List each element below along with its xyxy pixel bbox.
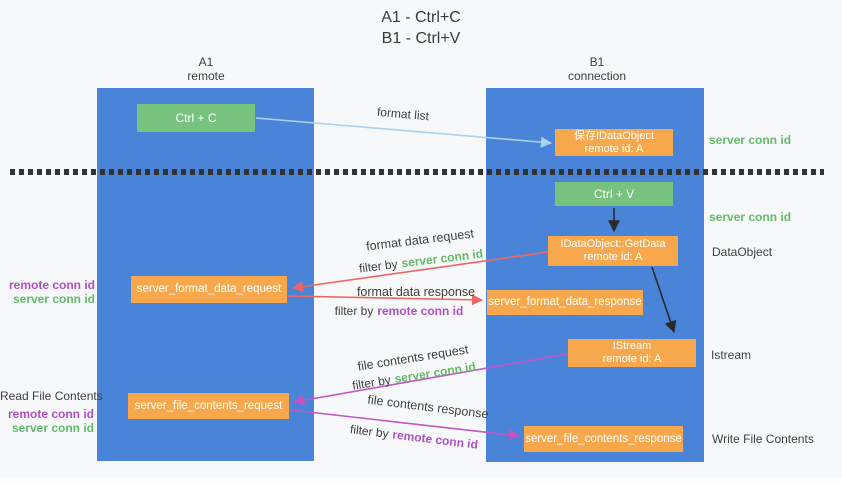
edge-label-text: file contents response [366, 392, 490, 422]
session-divider-dotted-line [10, 169, 824, 175]
lane-b-subtitle: connection [567, 69, 627, 83]
node-server-file-contents-response-label: server_file_contents_response [525, 432, 682, 445]
title-line-2: B1 - Ctrl+V [381, 30, 461, 47]
node-istream-line2: remote id: A [602, 353, 662, 365]
node-server-format-data-response-label: server_format_data_response [488, 296, 642, 308]
node-ctrl-c-label: Ctrl + C [175, 110, 217, 125]
edge-label-file-contents-response: file contents response [366, 392, 490, 422]
side-label-server-conn-id-mid: server conn id [709, 210, 792, 224]
left-label-server-conn-id: server conn id [12, 292, 95, 306]
node-ctrl-c: Ctrl + C [137, 104, 255, 132]
edge-label-filter-by-remote-conn-id-1: filter by remote conn id [329, 304, 469, 318]
side-label-write-file-contents: Write File Contents [712, 432, 814, 446]
lane-a-header: A1 remote [146, 55, 266, 83]
lane-a-name: A1 [198, 55, 214, 69]
node-save-idataobject: 保存IDataObject remote id: A [555, 129, 673, 156]
edge-label-text: filter by [349, 422, 390, 441]
edge-label-format-data-response: format data response [356, 285, 476, 299]
edge-label-keyword: remote conn id [391, 427, 479, 452]
node-server-format-data-request-label: server_format_data_request [136, 283, 282, 295]
node-server-file-contents-request-label: server_file_contents_request [134, 399, 283, 412]
left-label-remote-conn-id-2: remote conn id [7, 407, 94, 421]
lane-b-header: B1 connection [537, 55, 657, 83]
diagram-title: A1 - Ctrl+C B1 - Ctrl+V [0, 7, 842, 49]
node-idataobject-getdata: IDataObject::GetData remote id: A [548, 236, 678, 266]
lane-a-subtitle: remote [187, 69, 225, 83]
edge-label-text: filter by [351, 372, 392, 393]
side-label-istream: Istream [711, 348, 752, 362]
edge-label-text: filter by [358, 256, 399, 276]
side-label-dataobject: DataObject [712, 245, 773, 259]
edge-label-text: format list [376, 104, 430, 124]
edge-label-text: filter by [334, 304, 374, 318]
node-idataobject-getdata-line1: IDataObject::GetData [560, 238, 666, 250]
edge-label-filter-by-remote-conn-id-2: filter by remote conn id [344, 422, 485, 453]
node-idataobject-getdata-line2: remote id: A [583, 251, 643, 263]
edge-label-text: format data response [356, 285, 476, 299]
left-label-server-conn-id-2: server conn id [11, 421, 94, 435]
node-ctrl-v-label: Ctrl + V [593, 186, 635, 201]
node-server-format-data-response: server_format_data_response [487, 290, 643, 315]
left-label-remote-conn-id: remote conn id [8, 278, 95, 292]
window-bottom-strip [0, 478, 842, 485]
left-labels-format: remote conn id server conn id [0, 278, 95, 306]
side-label-server-conn-id-top: server conn id [709, 133, 792, 147]
node-server-format-data-request: server_format_data_request [131, 276, 287, 303]
node-server-file-contents-response: server_file_contents_response [524, 426, 683, 452]
node-save-idataobject-line2: remote id: A [584, 142, 644, 155]
left-label-read-file-contents: Read File Contents [0, 389, 103, 403]
title-line-1: A1 - Ctrl+C [381, 9, 461, 26]
node-istream-line1: IStream [612, 340, 652, 352]
node-server-file-contents-request: server_file_contents_request [128, 393, 289, 419]
edge-label-keyword: remote conn id [377, 304, 464, 318]
edge-label-keyword: server conn id [400, 246, 484, 271]
node-istream: IStream remote id: A [568, 339, 696, 367]
node-save-idataobject-line1: 保存IDataObject [573, 129, 655, 142]
edge-label-format-list: format list [343, 102, 464, 126]
node-ctrl-v: Ctrl + V [555, 182, 673, 206]
lane-b-name: B1 [589, 55, 605, 69]
left-labels-file: Read File Contents remote conn id server… [0, 389, 103, 435]
